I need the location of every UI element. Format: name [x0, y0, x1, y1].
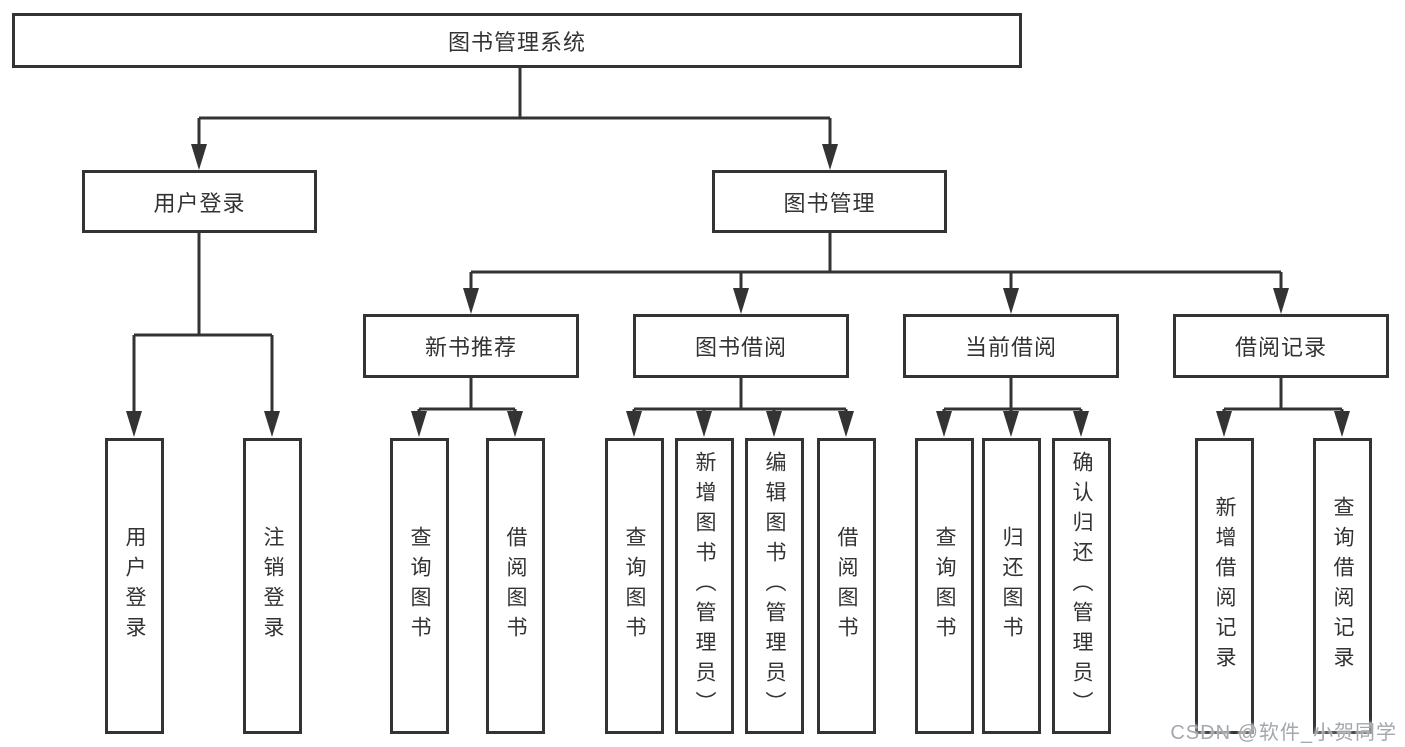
leaf-query-borrow-record: 查询借阅记录	[1313, 438, 1372, 734]
leaf-query-books-2: 查询图书	[605, 438, 664, 734]
leaf-query-books-1-label: 查询图书	[408, 526, 431, 646]
node-user-login: 用户登录	[82, 170, 317, 233]
leaf-user-login: 用户登录	[105, 438, 164, 734]
leaf-borrow-books-2: 借阅图书	[817, 438, 876, 734]
leaf-add-borrow-record: 新增借阅记录	[1195, 438, 1254, 734]
leaf-confirm-return-admin: 确认归还（管理员）	[1052, 438, 1111, 734]
leaf-query-borrow-record-label: 查询借阅记录	[1331, 496, 1354, 676]
leaf-confirm-return-admin-label: 确认归还（管理员）	[1070, 451, 1093, 721]
node-book-borrowing: 图书借阅	[633, 314, 849, 378]
leaf-query-books-1: 查询图书	[390, 438, 449, 734]
node-current-borrowing: 当前借阅	[903, 314, 1119, 378]
leaf-query-books-3: 查询图书	[915, 438, 974, 734]
leaf-query-books-3-label: 查询图书	[933, 526, 956, 646]
leaf-edit-book-admin-label: 编辑图书（管理员）	[763, 451, 786, 721]
node-borrowing-records: 借阅记录	[1173, 314, 1389, 378]
leaf-borrow-books-2-label: 借阅图书	[835, 526, 858, 646]
leaf-return-book-label: 归还图书	[1000, 526, 1023, 646]
node-library-management-system: 图书管理系统	[12, 13, 1022, 68]
leaf-logout: 注销登录	[243, 438, 302, 734]
leaf-query-books-2-label: 查询图书	[623, 526, 646, 646]
leaf-logout-label: 注销登录	[261, 526, 284, 646]
leaf-edit-book-admin: 编辑图书（管理员）	[745, 438, 804, 734]
node-new-book-recommendation: 新书推荐	[363, 314, 579, 378]
leaf-add-book-admin: 新增图书（管理员）	[675, 438, 734, 734]
watermark: CSDN @软件_小贺同学	[1170, 722, 1397, 744]
leaf-borrow-books-1-label: 借阅图书	[504, 526, 527, 646]
leaf-borrow-books-1: 借阅图书	[486, 438, 545, 734]
leaf-user-login-label: 用户登录	[123, 526, 146, 646]
leaf-add-borrow-record-label: 新增借阅记录	[1213, 496, 1236, 676]
leaf-return-book: 归还图书	[982, 438, 1041, 734]
leaf-add-book-admin-label: 新增图书（管理员）	[693, 451, 716, 721]
node-book-management: 图书管理	[712, 170, 947, 233]
